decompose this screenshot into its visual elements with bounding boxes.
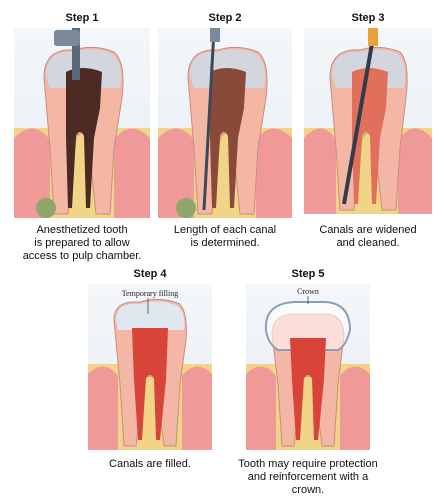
caption-line: and cleaned. bbox=[336, 237, 400, 249]
step-1-caption: Anesthetized tooth is prepared to allow … bbox=[6, 224, 158, 263]
step-2: Step 2 Length of each canal is determine… bbox=[158, 0, 292, 270]
caption-line: Tooth may require protection bbox=[238, 458, 378, 470]
step-5-illustration: Crown bbox=[246, 284, 370, 450]
crown-callout: Crown bbox=[297, 287, 319, 296]
caption-line: and reinforcement with a crown. bbox=[247, 471, 369, 496]
step-2-caption: Length of each canal is determined. bbox=[150, 224, 300, 250]
step-5-title: Step 5 bbox=[291, 268, 325, 280]
caption-line: is determined. bbox=[190, 237, 260, 249]
step-3-caption: Canals are widened and cleaned. bbox=[296, 224, 440, 250]
step-1-title: Step 1 bbox=[65, 12, 99, 24]
step-2-illustration bbox=[158, 28, 292, 218]
caption-line: Canals are filled. bbox=[109, 458, 191, 470]
caption-line: Anesthetized tooth bbox=[36, 224, 128, 236]
step-2-title: Step 2 bbox=[208, 12, 242, 24]
step-4-title: Step 4 bbox=[133, 268, 167, 280]
temporary-filling-callout: Temporary filling bbox=[122, 289, 179, 298]
step-4-illustration: Temporary filling bbox=[88, 284, 212, 450]
caption-line: Length of each canal bbox=[173, 224, 277, 236]
caption-line: access to pulp chamber. bbox=[22, 250, 142, 262]
step-3: Step 3 Canals are widened and cleaned. bbox=[304, 0, 432, 270]
step-5-caption: Tooth may require protection and reinfor… bbox=[238, 458, 378, 497]
step-4-caption: Canals are filled. bbox=[80, 458, 220, 471]
step-1-illustration bbox=[14, 28, 150, 218]
step-3-title: Step 3 bbox=[351, 12, 385, 24]
step-3-illustration bbox=[304, 28, 432, 214]
step-1: Step 1 Anesthetized tooth is prepared to… bbox=[14, 0, 150, 270]
caption-line: is prepared to allow bbox=[34, 237, 130, 249]
step-4: Step 4 Temporary filling Canals are fill… bbox=[88, 262, 212, 494]
step-5: Step 5 Crown Tooth may require protectio… bbox=[238, 262, 377, 496]
caption-line: Canals are widened bbox=[319, 224, 417, 236]
